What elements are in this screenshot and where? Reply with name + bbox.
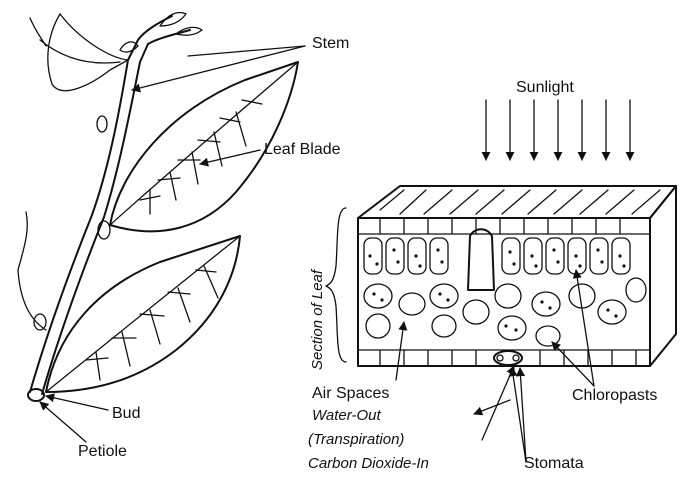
label-petiole: Petiole — [78, 443, 127, 460]
label-section-of-leaf: Section of Leaf — [309, 268, 326, 370]
label-stem: Stem — [312, 35, 349, 52]
label-chloroplasts: Chloropasts — [572, 387, 657, 404]
leaf-cross-section — [358, 186, 676, 366]
label-bud: Bud — [112, 405, 140, 422]
label-carbon-dioxide-in: Carbon Dioxide-In — [308, 455, 429, 472]
label-transpiration: (Transpiration) — [308, 431, 404, 448]
section-brace — [326, 208, 346, 362]
stem-shape — [30, 40, 138, 392]
label-air-spaces: Air Spaces — [312, 385, 389, 402]
label-water-out: Water-Out — [312, 407, 381, 424]
bud-shape — [28, 389, 44, 401]
label-leaf-blade: Leaf Blade — [264, 141, 341, 158]
stoma-shape — [494, 351, 522, 365]
label-sunlight: Sunlight — [516, 79, 574, 96]
plant-branch-drawing — [18, 13, 298, 402]
sunlight-arrows — [486, 100, 630, 160]
label-stomata: Stomata — [524, 455, 584, 472]
